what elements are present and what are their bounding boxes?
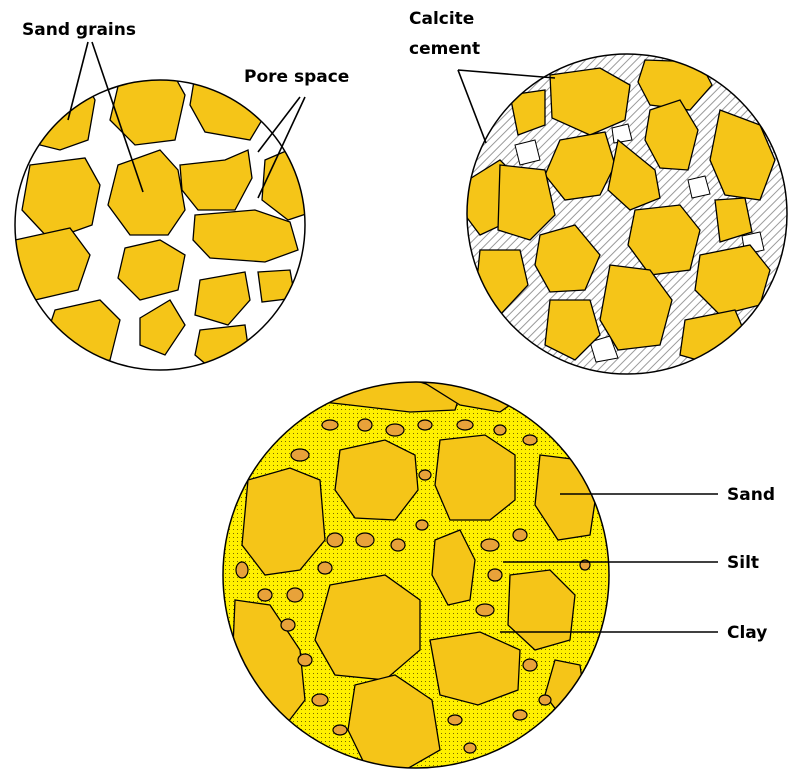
label-clay: Clay [727,623,767,643]
label-cement: cement [409,39,480,59]
label-sand-grains: Sand grains [22,20,136,40]
leader-calcite-2 [458,70,486,143]
circle-sand-silt-clay [223,375,609,770]
sand-grain-group-a [5,68,320,372]
leader-calcite-1 [458,70,555,78]
label-pore-space: Pore space [244,67,349,87]
label-silt: Silt [727,553,759,573]
circle-sand-pore-space [5,68,320,372]
label-calcite: Calcite [409,9,474,29]
circle-calcite-cement [465,54,787,374]
label-sand: Sand [727,485,775,505]
